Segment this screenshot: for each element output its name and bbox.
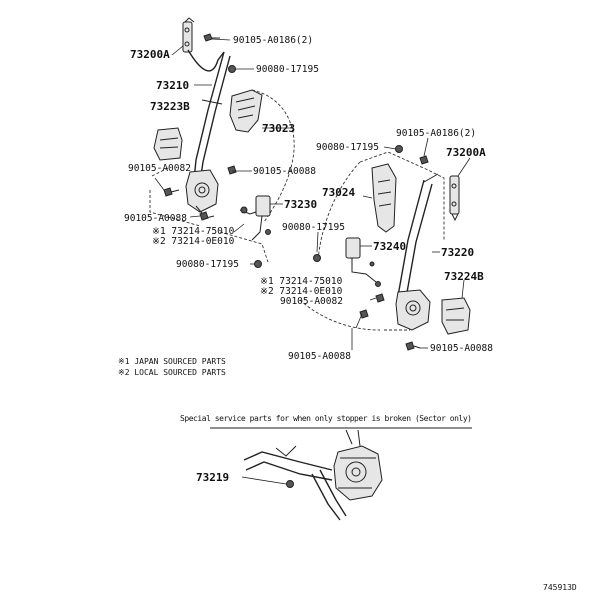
label-73214-75010-right: ※1 73214-75010 <box>260 276 343 287</box>
figure-id: 745913D <box>543 583 577 592</box>
right-belt-webbing <box>397 173 439 299</box>
label-90080-17195-top: 90080-17195 <box>256 64 319 75</box>
left-bolt-a0088 <box>199 211 209 221</box>
sector-stopper <box>241 476 294 488</box>
label-90105-a0088-bottom-right: 90105-A0088 <box>430 343 493 354</box>
right-bolt-a0088-lower <box>405 341 421 351</box>
left-retractor <box>185 169 219 219</box>
label-90105-a0082-right: 90105-A0082 <box>280 296 343 307</box>
sector-caption: Special service parts for when only stop… <box>180 414 472 423</box>
label-73023: 73023 <box>262 122 295 135</box>
label-73219: 73219 <box>196 471 229 484</box>
left-top-bolt <box>203 33 220 42</box>
right-pillar-outline <box>299 151 445 331</box>
left-seat-belt-assembly <box>149 17 295 268</box>
right-upper-nut <box>395 145 403 153</box>
sector-arm <box>243 429 361 521</box>
left-belt-webbing <box>187 49 231 183</box>
left-upper-anchor <box>182 17 195 53</box>
left-pillar-cover <box>229 89 295 223</box>
right-pillar-trim <box>371 163 397 233</box>
label-73223b: 73223B <box>150 100 190 113</box>
label-73200a-left: 73200A <box>130 48 170 61</box>
left-buckle <box>239 195 271 241</box>
label-90105-a0088-left: 90105-A0088 <box>124 213 187 224</box>
label-90105-a0186-right: 90105-A0186(2) <box>396 128 476 139</box>
label-90080-17195-bottom: 90080-17195 <box>176 259 239 270</box>
left-bottom-nut <box>254 260 262 268</box>
label-90080-17195-right: 90080-17195 <box>316 142 379 153</box>
legend-japan-sourced: ※1 JAPAN SOURCED PARTS <box>118 357 226 366</box>
label-90105-a0082-left: 90105-A0082 <box>128 163 191 174</box>
right-top-bolt <box>419 155 429 165</box>
label-73214-0e010-left: ※2 73214-0E010 <box>152 236 235 247</box>
left-mid-bolt <box>227 165 237 175</box>
left-floor-outline <box>149 167 269 263</box>
left-bolt-a0082 <box>163 187 180 197</box>
right-retractor-cover <box>441 297 471 335</box>
right-buckle <box>345 237 381 287</box>
legend-local-sourced: ※2 LOCAL SOURCED PARTS <box>118 368 226 377</box>
right-leader-lines <box>316 137 471 350</box>
legend: ※1 JAPAN SOURCED PARTS ※2 LOCAL SOURCED … <box>118 357 226 377</box>
label-73224b: 73224B <box>444 270 484 283</box>
right-seat-belt-assembly <box>299 137 471 351</box>
label-73220: 73220 <box>441 246 474 259</box>
label-90080-17195-center: 90080-17195 <box>282 222 345 233</box>
label-73230: 73230 <box>284 198 317 211</box>
label-73214-75010-left: ※1 73214-75010 <box>152 226 235 237</box>
left-upper-nut <box>228 65 236 73</box>
label-90105-a0088-mid: 90105-A0088 <box>253 166 316 177</box>
right-upper-anchor <box>449 175 460 222</box>
label-73210: 73210 <box>156 79 189 92</box>
label-73024: 73024 <box>322 186 355 199</box>
label-90105-a0186-left: 90105-A0186(2) <box>233 35 313 46</box>
right-center-nut <box>313 254 321 262</box>
label-73214-0e010-right: ※2 73214-0E010 <box>260 286 343 297</box>
left-leader-lines <box>154 38 292 265</box>
sector-assembly <box>210 427 472 521</box>
part-labels: 73200A 90105-A0186(2) 90080-17195 73210 … <box>124 35 493 484</box>
left-retractor-cover <box>153 127 183 161</box>
label-73240: 73240 <box>373 240 406 253</box>
right-bolt-a0082 <box>375 293 385 303</box>
sector-retractor-body <box>333 445 383 501</box>
right-retractor <box>395 289 431 331</box>
label-73200a-right: 73200A <box>446 146 486 159</box>
label-90105-a0088-bottom: 90105-A0088 <box>288 351 351 362</box>
